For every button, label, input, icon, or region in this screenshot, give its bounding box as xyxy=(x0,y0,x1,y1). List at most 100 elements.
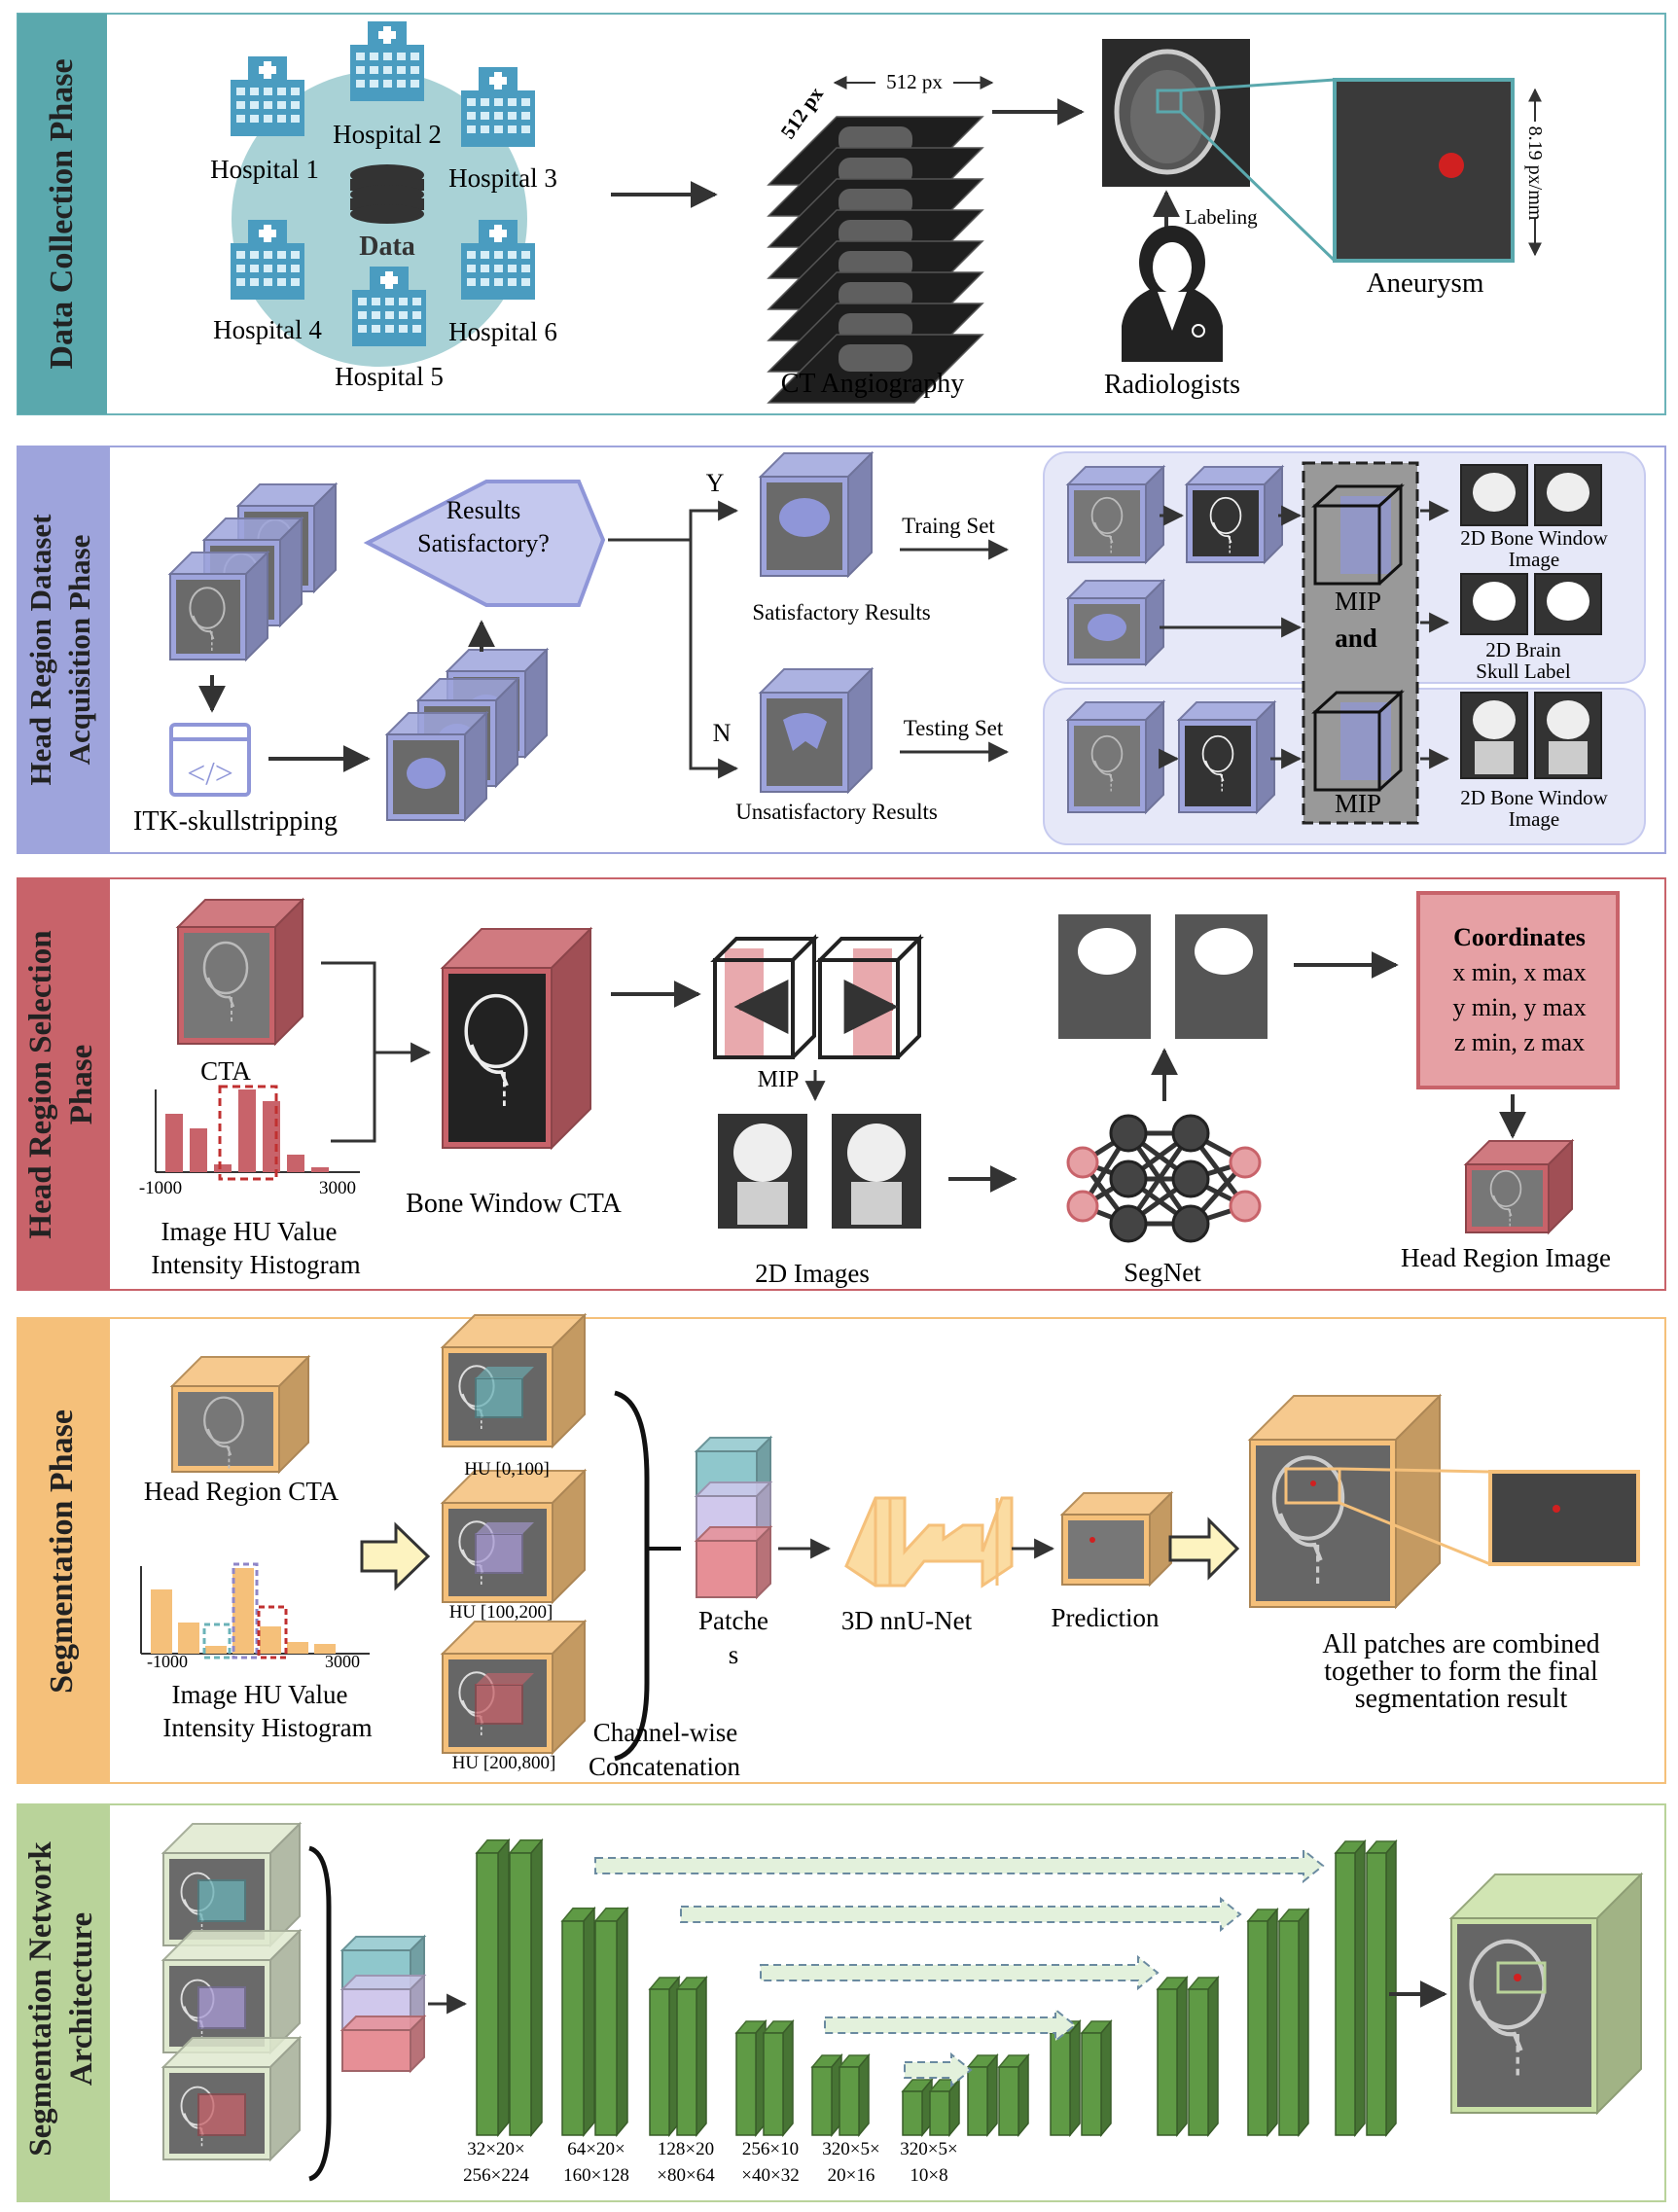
decoder-block-1a xyxy=(966,2052,999,2138)
decoder-block-4b xyxy=(1277,1907,1310,2138)
encoder-block-4b xyxy=(762,2018,795,2138)
phase4-title: Segmentation Phase xyxy=(44,1409,80,1694)
decoder-block-5a xyxy=(1334,1838,1367,2138)
svg-text:</>: </> xyxy=(187,756,233,792)
training-set-label: Traing Set xyxy=(902,514,995,538)
decision-shape xyxy=(363,480,606,607)
bone-window-volume xyxy=(440,926,593,1151)
train-ct-volume xyxy=(1065,464,1166,565)
decoder-block-2b xyxy=(1080,2018,1113,2138)
phase-network-architecture: Segmentation Network Architecture 32×20×… xyxy=(17,1803,1666,2202)
satisfactory-volume xyxy=(758,450,875,579)
segnet-mask-1 xyxy=(1058,914,1151,1039)
mip-outputs xyxy=(1065,464,1602,815)
encoder-block-2a xyxy=(560,1906,596,2138)
nnunet-icon xyxy=(844,1496,1014,1588)
segnet-icon xyxy=(1066,1114,1262,1243)
data-label: Data xyxy=(359,232,415,262)
dim-6b: 10×8 xyxy=(910,2165,947,2186)
decoder-block-1b xyxy=(997,2052,1030,2138)
hospital-icon-5 xyxy=(352,267,426,346)
combined-line-3: segmentation result xyxy=(1355,1684,1568,1714)
unet-architecture xyxy=(475,1837,1398,2138)
encoder-block-6a xyxy=(901,2077,934,2138)
skip-3-connection xyxy=(760,1954,1160,1991)
bone-window-1b: Image xyxy=(1509,548,1559,571)
coords-title: Coordinates xyxy=(1453,923,1586,951)
train-bone-volume xyxy=(1184,464,1285,565)
labeling-label: Labeling xyxy=(1185,205,1258,229)
testing-set-label: Testing Set xyxy=(904,716,1004,740)
decoder-block-3a xyxy=(1156,1975,1189,2138)
prediction-label: Prediction xyxy=(1052,1603,1160,1632)
coordinates-box xyxy=(1416,891,1620,1089)
cta-label: CTA xyxy=(200,1056,251,1086)
roi-box xyxy=(1156,89,1183,114)
projection-image-2 xyxy=(832,1114,921,1229)
hospital-1-label: Hospital 1 xyxy=(210,155,319,184)
satisfactory-label: Satisfactory Results xyxy=(752,600,930,624)
test-bone-volume xyxy=(1176,699,1277,815)
segnet-mask-2 xyxy=(1175,914,1267,1039)
aneurysm-label: Aneurysm xyxy=(1367,268,1484,299)
bone-window-cta-label: Bone Window CTA xyxy=(406,1189,622,1219)
concatenated-input xyxy=(339,1934,427,2074)
radiologists-label: Radiologists xyxy=(1104,370,1240,400)
decoder-block-5b xyxy=(1365,1838,1398,2138)
phase2-title-line1: Head Region Dataset xyxy=(23,514,57,786)
projection-cube-1 xyxy=(710,934,819,1059)
hist2-label-2: Intensity Histogram xyxy=(162,1713,372,1742)
phase1-title-bar xyxy=(18,14,107,414)
unsatisfactory-label: Unsatisfactory Results xyxy=(735,800,938,824)
mip-output-image-1 xyxy=(1460,464,1528,526)
head-region-volume xyxy=(1463,1138,1575,1235)
coords-y: y min, y max xyxy=(1452,993,1586,1021)
2d-images-label: 2D Images xyxy=(755,1259,870,1288)
itk-label: ITK-skullstripping xyxy=(133,806,338,837)
prediction-volume xyxy=(1059,1490,1174,1588)
dim-1b: 256×224 xyxy=(463,2165,529,2186)
hospital-icon-6 xyxy=(461,220,535,300)
phase3-volumes xyxy=(175,897,1575,1235)
phase-head-region-selection: Head Region Selection Phase CTA -1000 30… xyxy=(17,877,1666,1291)
concatenation-label: Concatenation xyxy=(589,1752,740,1781)
dim-5a: 320×5× xyxy=(822,2139,879,2159)
final-volume xyxy=(1247,1393,1443,1610)
decoder-block-3b xyxy=(1187,1975,1220,2138)
phase2-title-bar xyxy=(18,446,110,853)
encoder-block-3a xyxy=(648,1975,681,2138)
hospital-icons xyxy=(231,21,535,346)
phase-head-region-dataset-acquisition: Head Region Dataset Acquisition Phase </… xyxy=(17,446,1666,854)
coords-z: z min, z max xyxy=(1454,1028,1585,1056)
combined-line-1: All patches are combined xyxy=(1322,1629,1599,1659)
arch-input-2 xyxy=(161,1928,303,2055)
mip-output-image-2 xyxy=(1534,464,1602,526)
skip-4-connection xyxy=(824,2007,1077,2044)
scale-label: 8.19 px/mm xyxy=(1524,126,1546,221)
hospital-icon-2 xyxy=(350,21,424,101)
mip-output-image-5 xyxy=(1460,692,1528,779)
ct-slice-stack xyxy=(767,116,984,404)
bone-window-2a: 2D Bone Window xyxy=(1460,786,1608,809)
hist-min-label: -1000 xyxy=(139,1178,182,1198)
combined-line-2: together to form the final xyxy=(1324,1657,1598,1687)
dim-6a: 320×5× xyxy=(900,2139,957,2159)
phase3-title-bar xyxy=(18,878,110,1290)
phase-data-collection: Data Collection Phase Data Hospital 1 Ho… xyxy=(17,13,1666,415)
no-label: N xyxy=(713,719,732,747)
hu-window-volume-1 xyxy=(440,1312,588,1449)
hospital-4-label: Hospital 4 xyxy=(213,315,322,344)
final-segmentation-cube xyxy=(1247,1393,1443,1610)
train-brain-volume xyxy=(1065,578,1166,667)
skip-5-connection xyxy=(904,2051,973,2088)
mip-wire-cube-2 xyxy=(1311,689,1405,792)
phase4-volumes xyxy=(169,1312,773,1756)
hospital-6-label: Hospital 6 xyxy=(448,317,557,346)
bone-window-1a: 2D Bone Window xyxy=(1460,526,1608,550)
arch-output-volume xyxy=(1448,1872,1644,2116)
phase5-title-line1: Segmentation Network xyxy=(23,1841,58,2157)
cta-volume xyxy=(175,897,305,1047)
hospital-5-label: Hospital 5 xyxy=(335,362,444,391)
encoder-block-5b xyxy=(838,2052,871,2138)
phase4-title-bar xyxy=(18,1318,110,1783)
